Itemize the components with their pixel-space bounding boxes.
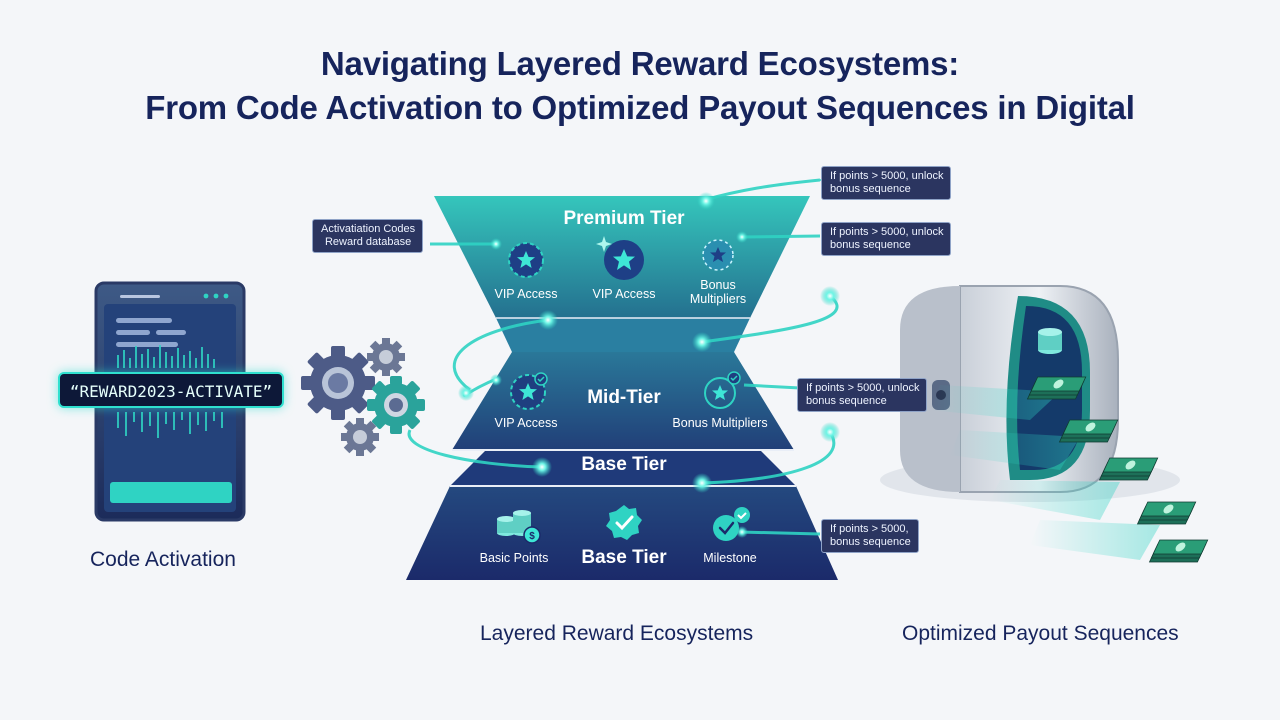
page-title: Navigating Layered Reward Ecosystems: Fr… bbox=[0, 42, 1280, 130]
cash-stacks bbox=[1026, 376, 1209, 563]
coins-icon: $ bbox=[497, 510, 541, 544]
premium-item-2-label: VIP Access bbox=[592, 287, 656, 301]
gear-icon bbox=[367, 376, 425, 434]
star-badge-icon bbox=[510, 372, 548, 410]
title-line-2: From Code Activation to Optimized Payout… bbox=[145, 89, 1135, 126]
base-item-1-label: Basic Points bbox=[479, 551, 549, 565]
cash-stack-icon bbox=[1058, 419, 1119, 443]
star-badge-icon bbox=[702, 239, 734, 271]
condition-note-2: If points > 5000, unlock bonus sequence bbox=[821, 222, 952, 256]
star-badge-icon bbox=[508, 242, 544, 278]
gear-icon bbox=[367, 338, 405, 376]
star-badge-icon bbox=[704, 371, 741, 409]
pyramid-caption: Layered Reward Ecosystems bbox=[480, 622, 754, 645]
glow-nodes bbox=[458, 192, 840, 538]
checkmark-badge-icon bbox=[606, 505, 642, 540]
checkmark-badge-icon bbox=[713, 507, 750, 541]
cash-stack-icon bbox=[1098, 457, 1159, 481]
cash-stack-icon bbox=[1136, 501, 1197, 525]
cash-stack-icon bbox=[1148, 539, 1209, 563]
base-tier-band-title: Base Tier bbox=[581, 454, 667, 475]
base-tier-title: Base Tier bbox=[581, 547, 667, 568]
activate-button[interactable] bbox=[110, 482, 232, 503]
code-activation-caption: Code Activation bbox=[90, 548, 236, 571]
activation-code-field[interactable]: “REWARD2023-ACTIVATE” bbox=[58, 372, 284, 408]
reward-database-label: Activatiation Codes Reward database bbox=[312, 219, 424, 253]
payout-caption: Optimized Payout Sequences bbox=[902, 622, 1179, 645]
gears-group bbox=[301, 338, 425, 456]
mid-item-2-label: Bonus Multipliers bbox=[672, 416, 768, 430]
gear-icon bbox=[341, 418, 379, 456]
mid-tier-title: Mid-Tier bbox=[587, 387, 661, 408]
star-badge-icon bbox=[596, 236, 644, 280]
mid-item-1-label: VIP Access bbox=[494, 416, 558, 430]
svg-text:$: $ bbox=[529, 531, 535, 542]
base-item-2-label: Milestone bbox=[703, 551, 757, 565]
premium-tier-title: Premium Tier bbox=[563, 208, 685, 229]
condition-note-1: If points > 5000, unlock bonus sequence bbox=[821, 166, 952, 200]
premium-item-3-label: Bonus Multipliers bbox=[689, 278, 747, 306]
title-line-1: Navigating Layered Reward Ecosystems: bbox=[320, 45, 960, 82]
condition-note-3: If points > 5000, unlock bonus sequence bbox=[797, 378, 928, 412]
premium-item-1-label: VIP Access bbox=[494, 287, 558, 301]
cash-stack-icon bbox=[1026, 376, 1087, 400]
gear-icon bbox=[301, 346, 375, 420]
flow-lines bbox=[407, 178, 839, 536]
payout-stream bbox=[930, 385, 1160, 560]
condition-note-4: If points > 5000, bonus sequence bbox=[821, 519, 919, 553]
